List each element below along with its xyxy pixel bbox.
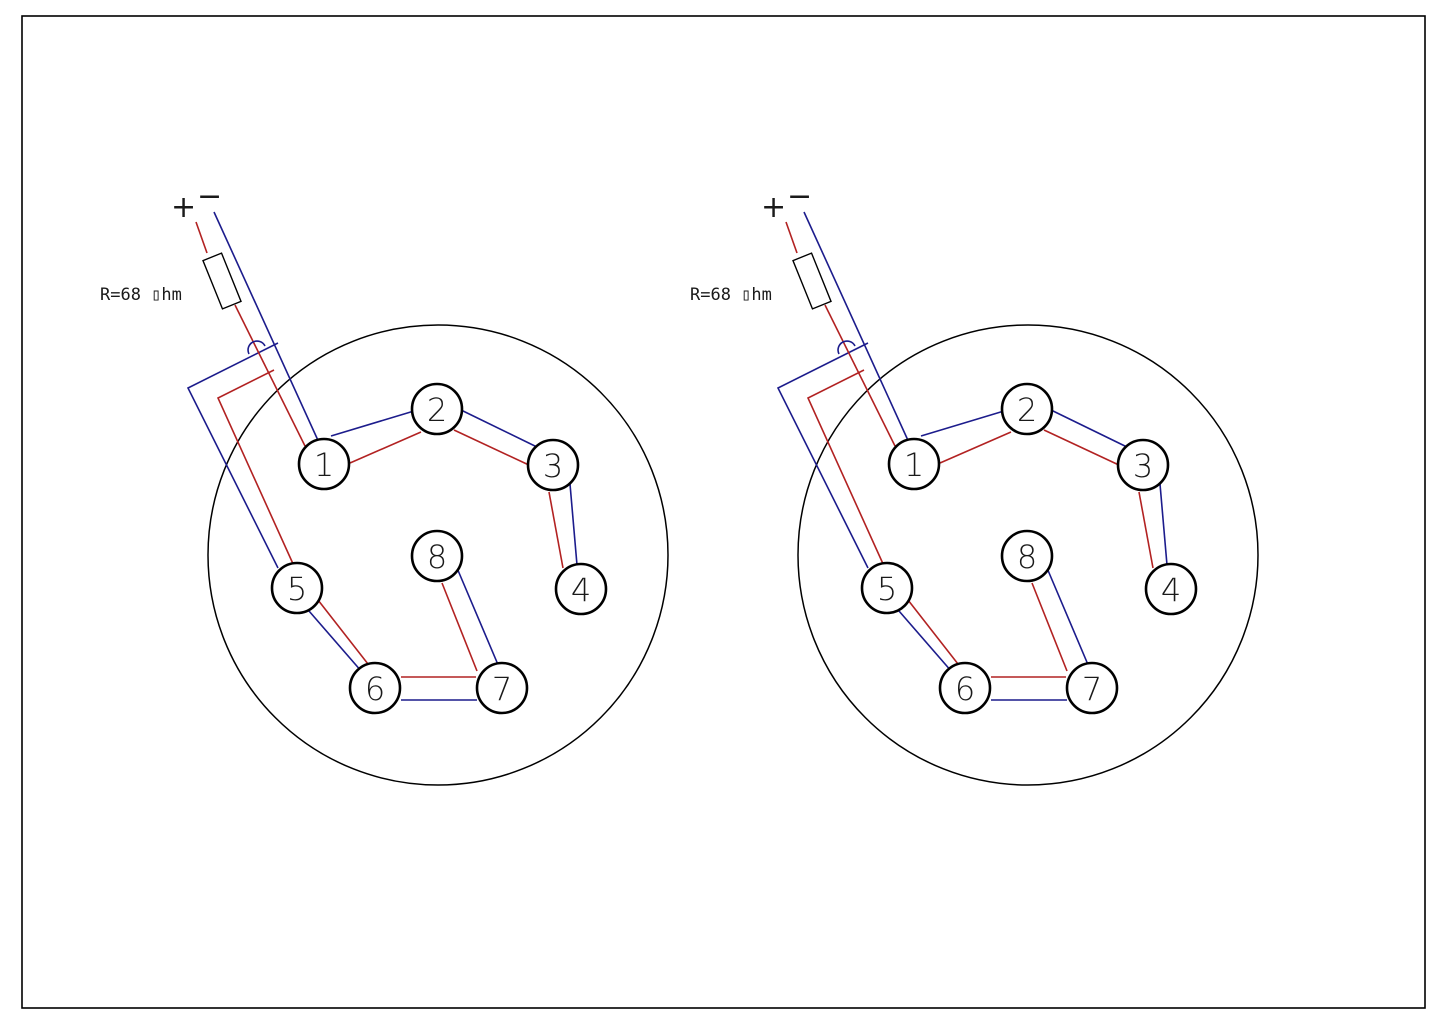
svg-text:4: 4	[1161, 571, 1181, 609]
plus-label: +	[171, 190, 196, 225]
resistor-label: R=68 ▯hm	[690, 285, 772, 305]
pin-2: 2	[410, 382, 464, 436]
minus-label: −	[197, 179, 222, 214]
sheet-border	[21, 15, 1426, 1009]
svg-text:3: 3	[543, 447, 563, 485]
svg-text:5: 5	[877, 570, 897, 608]
plus-label: +	[761, 190, 786, 225]
pin-3: 3	[526, 438, 580, 492]
svg-text:7: 7	[1082, 670, 1102, 708]
negative-wire	[776, 211, 1168, 701]
pin-3: 3	[1116, 438, 1170, 492]
svg-text:6: 6	[365, 670, 385, 708]
svg-text:3: 3	[1133, 447, 1153, 485]
svg-text:6: 6	[955, 670, 975, 708]
pin-8: 8	[410, 529, 464, 583]
positive-wire	[785, 221, 1154, 678]
svg-text:2: 2	[427, 391, 447, 429]
positive-wire	[195, 221, 564, 678]
svg-text:1: 1	[314, 446, 334, 484]
pin-8: 8	[1000, 529, 1054, 583]
minus-label: −	[787, 179, 812, 214]
pin-1: 1	[297, 437, 351, 491]
wiring-diagram-left: R=68 ▯hm + − 1 2 3 4 5 6 7 8	[100, 179, 669, 786]
pin-5: 5	[270, 561, 324, 615]
pin-5: 5	[860, 561, 914, 615]
svg-text:1: 1	[904, 446, 924, 484]
resistor-label: R=68 ▯hm	[100, 285, 182, 305]
svg-text:8: 8	[427, 538, 447, 576]
pin-4: 4	[1144, 562, 1198, 616]
pin-6: 6	[348, 661, 402, 715]
wire-crossover	[247, 340, 266, 355]
socket-outline	[797, 324, 1259, 786]
svg-text:2: 2	[1017, 391, 1037, 429]
resistor	[202, 252, 242, 310]
pin-6: 6	[938, 661, 992, 715]
pin-2: 2	[1000, 382, 1054, 436]
pin-7: 7	[1065, 661, 1119, 715]
svg-text:8: 8	[1017, 538, 1037, 576]
pin-4: 4	[554, 562, 608, 616]
wiring-diagram-right: R=68 ▯hm + − 1 2 3 4 5 6 7 8	[690, 179, 1259, 786]
svg-text:7: 7	[492, 670, 512, 708]
svg-text:5: 5	[287, 570, 307, 608]
negative-wire	[186, 211, 578, 701]
svg-text:4: 4	[571, 571, 591, 609]
socket-outline	[207, 324, 669, 786]
pin-1: 1	[887, 437, 941, 491]
wire-crossover	[837, 340, 856, 355]
pin-7: 7	[475, 661, 529, 715]
resistor	[792, 252, 832, 310]
